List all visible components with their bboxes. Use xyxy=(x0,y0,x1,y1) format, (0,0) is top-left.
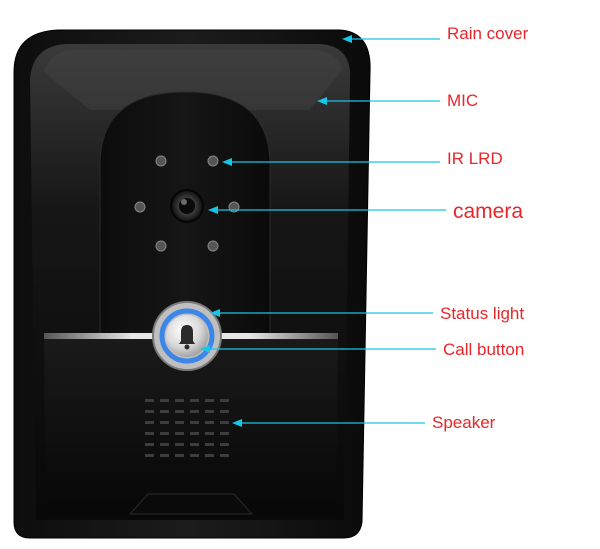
speaker-grille xyxy=(145,399,229,457)
speaker-slot xyxy=(190,432,199,435)
leader-line-speaker xyxy=(232,419,425,427)
speaker-slot xyxy=(205,421,214,424)
speaker-slot xyxy=(160,410,169,413)
speaker-slot xyxy=(145,443,154,446)
speaker-slot xyxy=(145,421,154,424)
label-camera: camera xyxy=(453,200,524,223)
speaker-slot xyxy=(145,399,154,402)
leader-line-call-button xyxy=(200,345,436,353)
speaker-slot xyxy=(175,410,184,413)
ir-led xyxy=(207,240,219,252)
bell-icon xyxy=(179,325,195,344)
speaker-slot xyxy=(160,399,169,402)
speaker-slot xyxy=(160,432,169,435)
speaker-slot xyxy=(190,454,199,457)
shell-highlight xyxy=(44,50,342,110)
speaker-slot xyxy=(190,421,199,424)
label-call-button: Call button xyxy=(443,340,525,359)
speaker-slot xyxy=(205,410,214,413)
speaker-slot xyxy=(175,421,184,424)
speaker-slot xyxy=(190,443,199,446)
speaker-slot xyxy=(175,399,184,402)
speaker-slot xyxy=(190,399,199,402)
speaker-slot xyxy=(175,454,184,457)
speaker-slot xyxy=(205,432,214,435)
label-mic: MIC xyxy=(447,91,479,110)
leader-line-ir-led xyxy=(222,158,440,166)
speaker-slot xyxy=(160,443,169,446)
ir-led-ring xyxy=(134,155,240,252)
label-status-light: Status light xyxy=(440,304,525,323)
label-rain-cover: Rain cover xyxy=(447,24,529,43)
ir-led xyxy=(155,240,167,252)
speaker-slot xyxy=(205,443,214,446)
label-speaker: Speaker xyxy=(432,413,496,432)
leader-line-status-light xyxy=(210,309,433,317)
speaker-slot xyxy=(205,399,214,402)
ir-led xyxy=(134,201,146,213)
bottom-notch xyxy=(128,493,254,515)
speaker-slot xyxy=(220,454,229,457)
speaker-slot xyxy=(145,454,154,457)
speaker-slot xyxy=(160,454,169,457)
speaker-slot xyxy=(220,443,229,446)
speaker-slot xyxy=(175,443,184,446)
speaker-slot xyxy=(190,410,199,413)
ir-led xyxy=(155,155,167,167)
speaker-slot xyxy=(205,454,214,457)
speaker-slot xyxy=(220,410,229,413)
camera-lens xyxy=(170,189,204,223)
speaker-slot xyxy=(160,421,169,424)
speaker-slot xyxy=(220,421,229,424)
ir-led xyxy=(207,155,219,167)
speaker-slot xyxy=(145,432,154,435)
call-button xyxy=(152,301,222,371)
speaker-slot xyxy=(220,432,229,435)
lower-panel xyxy=(44,336,338,514)
speaker-slot xyxy=(175,432,184,435)
leader-lines xyxy=(200,35,446,427)
speaker-slot xyxy=(220,399,229,402)
speaker-slot xyxy=(145,410,154,413)
leader-line-camera xyxy=(208,206,446,214)
leader-line-rain-cover xyxy=(342,35,440,43)
leader-line-mic xyxy=(317,97,440,105)
label-ir-led: IR LRD xyxy=(447,149,503,168)
status-light-ring xyxy=(159,308,215,364)
